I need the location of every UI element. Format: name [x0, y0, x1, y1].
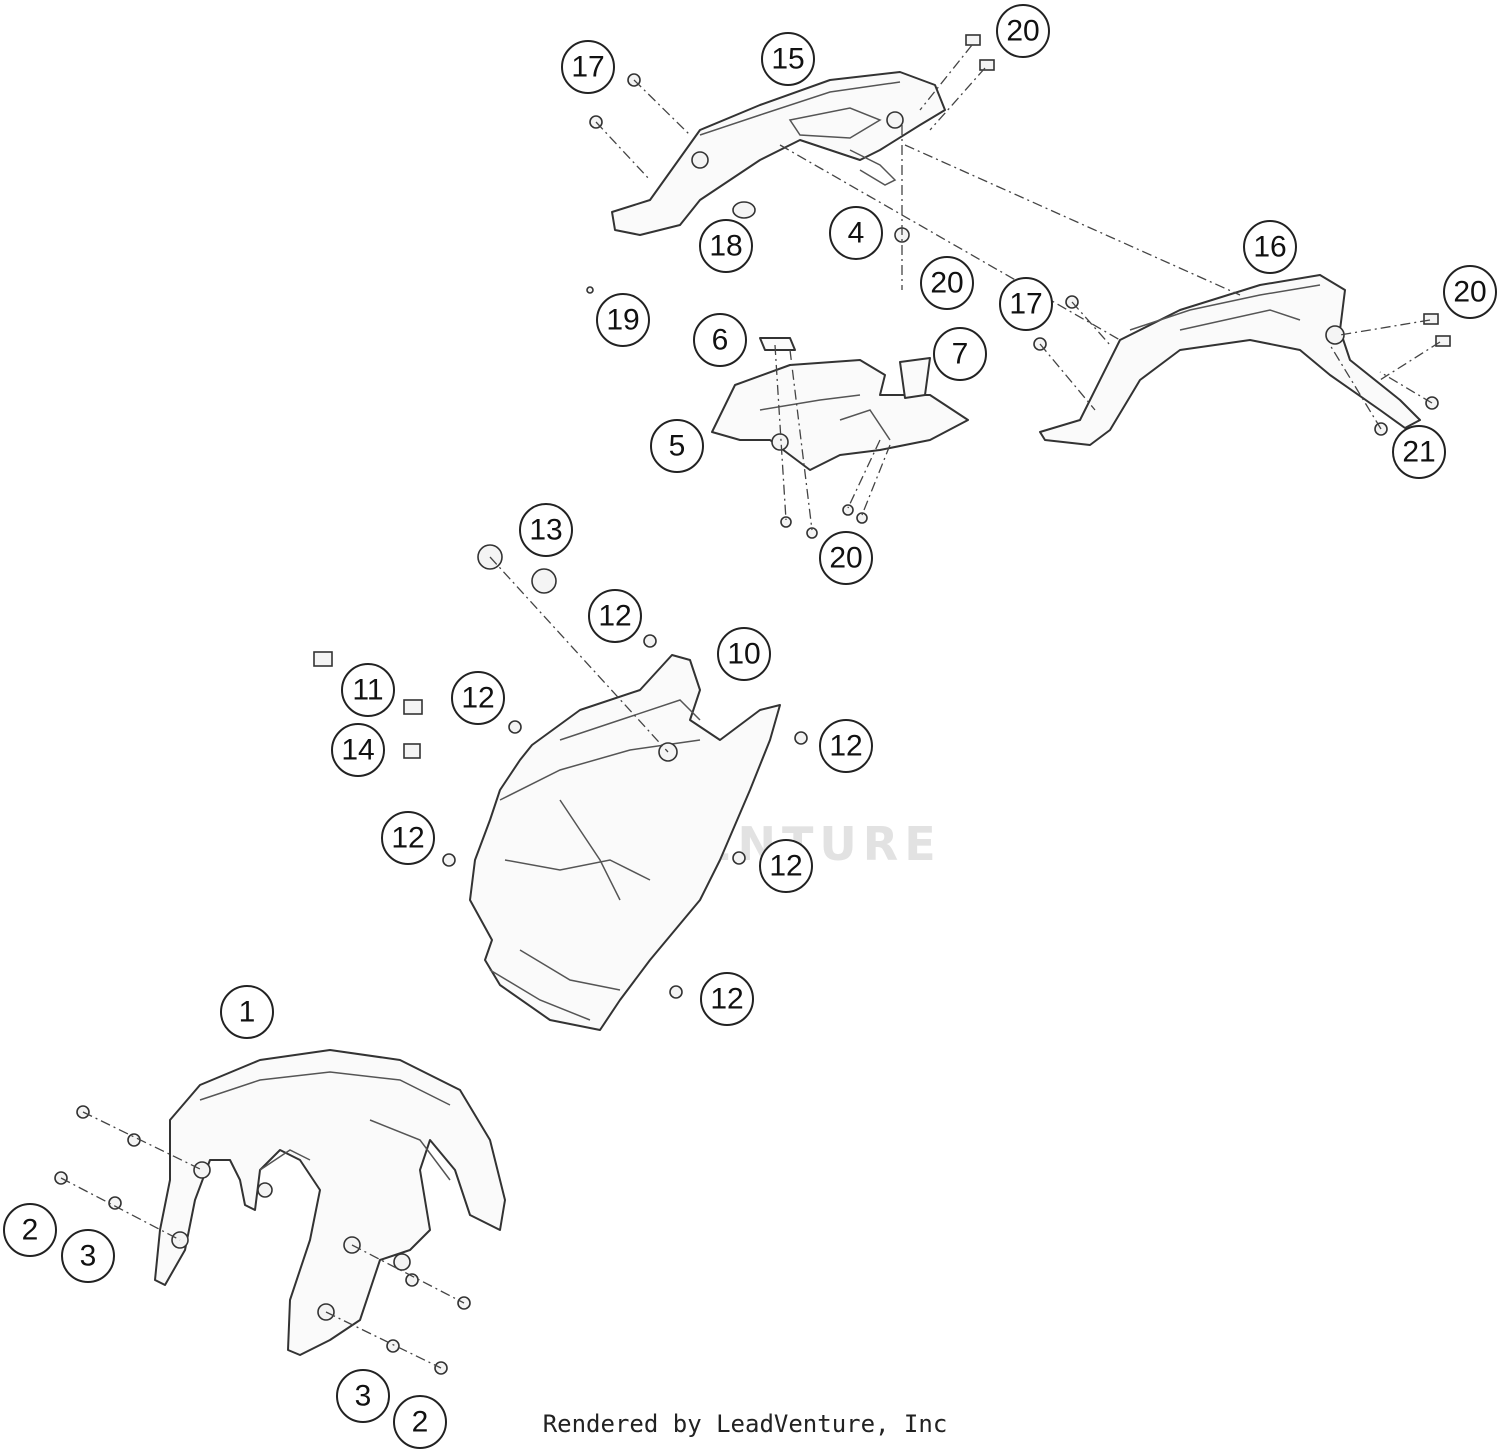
callout-16: 16	[1243, 220, 1297, 274]
callout-13: 13	[519, 503, 573, 557]
callout-10: 10	[717, 627, 771, 681]
part-7-clip	[899, 357, 931, 399]
svg-text:11: 11	[352, 674, 383, 707]
callout-17: 17	[999, 277, 1053, 331]
svg-text:21: 21	[1402, 436, 1435, 469]
svg-text:4: 4	[848, 217, 865, 250]
callout-7: 7	[933, 327, 987, 381]
leader-lines	[60, 44, 1441, 1369]
svg-text:6: 6	[712, 324, 729, 357]
svg-text:17: 17	[571, 51, 604, 84]
callout-4: 4	[829, 206, 883, 260]
svg-text:12: 12	[598, 600, 631, 633]
part-6-clip	[759, 337, 796, 351]
svg-text:12: 12	[769, 850, 802, 883]
callout-20: 20	[1443, 265, 1497, 319]
svg-text:10: 10	[727, 638, 760, 671]
svg-text:20: 20	[930, 267, 963, 300]
svg-text:12: 12	[391, 822, 424, 855]
callout-12: 12	[588, 589, 642, 643]
callout-6: 6	[693, 313, 747, 367]
callout-12: 12	[819, 719, 873, 773]
svg-text:20: 20	[1006, 15, 1039, 48]
part-1-front-fender	[154, 1049, 506, 1356]
callout-12: 12	[700, 972, 754, 1026]
callout-20: 20	[819, 531, 873, 585]
svg-text:20: 20	[1453, 276, 1486, 309]
svg-text:1: 1	[239, 996, 256, 1029]
callout-18: 18	[699, 219, 753, 273]
callout-3: 3	[336, 1369, 390, 1423]
svg-text:3: 3	[80, 1240, 97, 1273]
callout-11: 11	[341, 663, 395, 717]
part-16-rear-frame-right	[1039, 274, 1421, 446]
svg-text:2: 2	[412, 1406, 429, 1439]
callout-12: 12	[381, 811, 435, 865]
svg-text:3: 3	[355, 1380, 372, 1413]
callout-14: 14	[331, 723, 385, 777]
svg-text:5: 5	[669, 430, 686, 463]
svg-text:7: 7	[952, 338, 969, 371]
part-15-rear-frame	[611, 71, 946, 236]
callout-20: 20	[996, 4, 1050, 58]
credit-text: Rendered by LeadVenture, Inc	[543, 1410, 948, 1438]
callout-20: 20	[920, 256, 974, 310]
svg-text:12: 12	[461, 682, 494, 715]
part-10-rear-mudguard	[469, 654, 781, 1031]
svg-text:17: 17	[1009, 288, 1042, 321]
svg-text:12: 12	[710, 983, 743, 1016]
callout-5: 5	[650, 419, 704, 473]
callout-1: 1	[220, 985, 274, 1039]
svg-text:18: 18	[709, 230, 742, 263]
callout-19: 19	[596, 293, 650, 347]
svg-text:16: 16	[1253, 231, 1286, 264]
callout-17: 17	[561, 40, 615, 94]
svg-text:14: 14	[341, 734, 374, 767]
callout-12: 12	[759, 839, 813, 893]
small-fasteners	[54, 34, 1451, 1375]
svg-text:20: 20	[829, 542, 862, 575]
svg-text:13: 13	[529, 514, 562, 547]
svg-text:19: 19	[606, 304, 639, 337]
svg-text:15: 15	[771, 43, 804, 76]
part-5-bracket	[711, 337, 969, 471]
callout-2: 2	[3, 1203, 57, 1257]
svg-text:12: 12	[829, 730, 862, 763]
callout-2: 2	[393, 1395, 447, 1449]
callout-12: 12	[451, 671, 505, 725]
callout-15: 15	[761, 32, 815, 86]
callout-3: 3	[61, 1229, 115, 1283]
callout-21: 21	[1392, 425, 1446, 479]
svg-text:2: 2	[22, 1214, 39, 1247]
